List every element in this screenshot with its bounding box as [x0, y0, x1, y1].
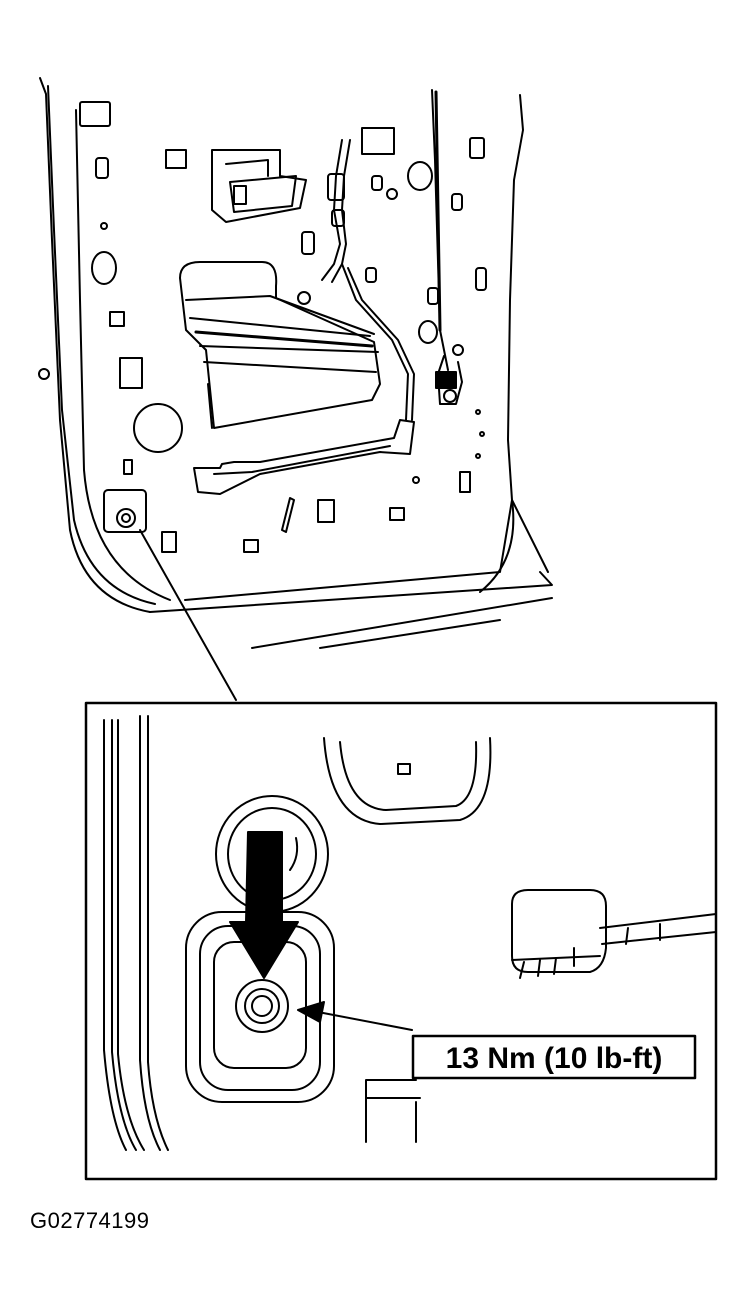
torque-leader — [317, 1011, 413, 1031]
detail-inset: 13 Nm (10 lb-ft) — [84, 701, 718, 1181]
direction-arrow — [229, 831, 299, 979]
door-inner-panel — [38, 77, 553, 649]
figure-id-code: G02774199 — [30, 1208, 150, 1233]
bolt-head — [235, 979, 289, 1033]
torque-label: 13 Nm (10 lb-ft) — [446, 1042, 663, 1075]
detail-frame — [84, 701, 718, 1181]
leader-line-to-detail — [139, 529, 237, 701]
torque-label-box — [411, 1034, 697, 1080]
